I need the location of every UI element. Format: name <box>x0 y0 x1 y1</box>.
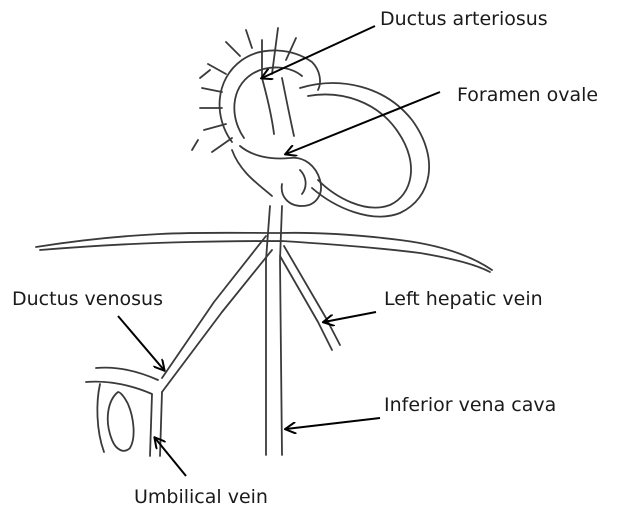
umbilical-vein-left <box>96 368 158 380</box>
ivc-left-wall <box>266 206 270 455</box>
portal-loop <box>108 392 134 451</box>
ivc-right-wall <box>280 206 282 455</box>
label-foramen-ovale: Foramen ovale <box>457 86 598 105</box>
arrow-umbilical-vein <box>155 438 186 476</box>
heart-inner-loop <box>308 95 411 208</box>
label-inferior-vena-cava: Inferior vena cava <box>384 396 556 415</box>
left-hepatic-vein-wall-1 <box>280 256 332 350</box>
arrow-foramen-ovale <box>286 92 440 154</box>
diaphragm-line-inner <box>40 241 490 272</box>
left-hepatic-vein-wall-2 <box>284 246 340 345</box>
label-left-hepatic-vein: Left hepatic vein <box>384 290 543 309</box>
label-ductus-arteriosus: Ductus arteriosus <box>380 10 548 29</box>
pulmonary-branch <box>262 78 294 136</box>
ductus-venosus-upper <box>162 236 266 378</box>
ductus-venosus-lower <box>162 250 272 392</box>
label-umbilical-vein: Umbilical vein <box>134 488 268 507</box>
portal-branch <box>97 384 104 452</box>
atrial-chambers <box>240 146 321 206</box>
branch-vessels <box>192 30 252 152</box>
arrow-left-hepatic-vein <box>324 312 376 322</box>
arrow-inferior-vena-cava <box>286 418 380 429</box>
aortic-arch <box>220 50 320 142</box>
arrow-ductus-venosus <box>118 316 164 370</box>
label-ductus-venosus: Ductus venosus <box>12 290 163 309</box>
